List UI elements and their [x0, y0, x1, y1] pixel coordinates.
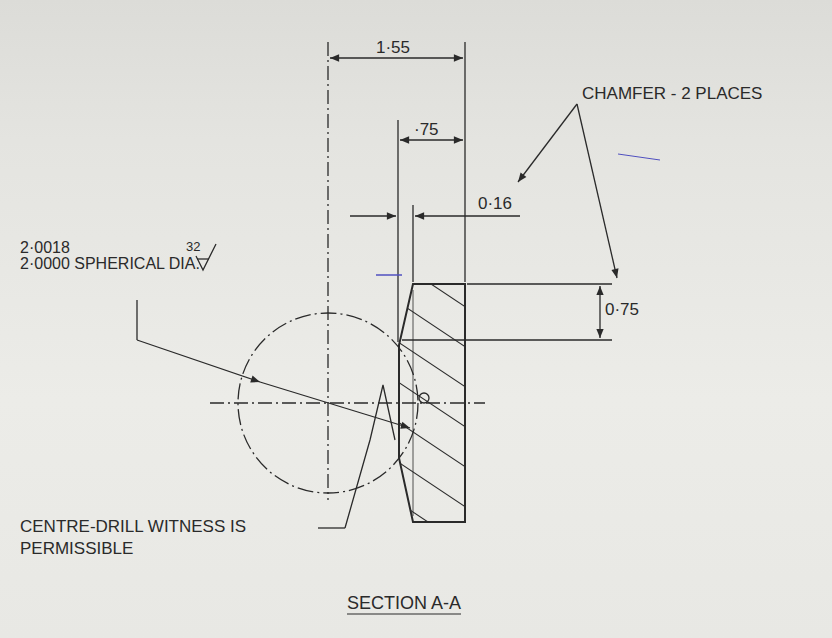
dimension: ·75	[414, 120, 439, 139]
tolerance-upper: 2·0018	[20, 240, 70, 256]
section-caption: SECTION A-A	[347, 594, 461, 613]
surface-finish: 32	[186, 240, 200, 254]
dimension: 0·75	[605, 300, 639, 319]
note: CENTRE-DRILL WITNESS IS PERMISSIBLE	[20, 516, 310, 560]
note: CHAMFER - 2 PLACES	[582, 84, 762, 103]
dimension: 0·16	[478, 194, 512, 213]
dimension: 1·55	[376, 38, 410, 57]
tolerance-lower: 2·0000 SPHERICAL DIA.	[20, 256, 200, 272]
